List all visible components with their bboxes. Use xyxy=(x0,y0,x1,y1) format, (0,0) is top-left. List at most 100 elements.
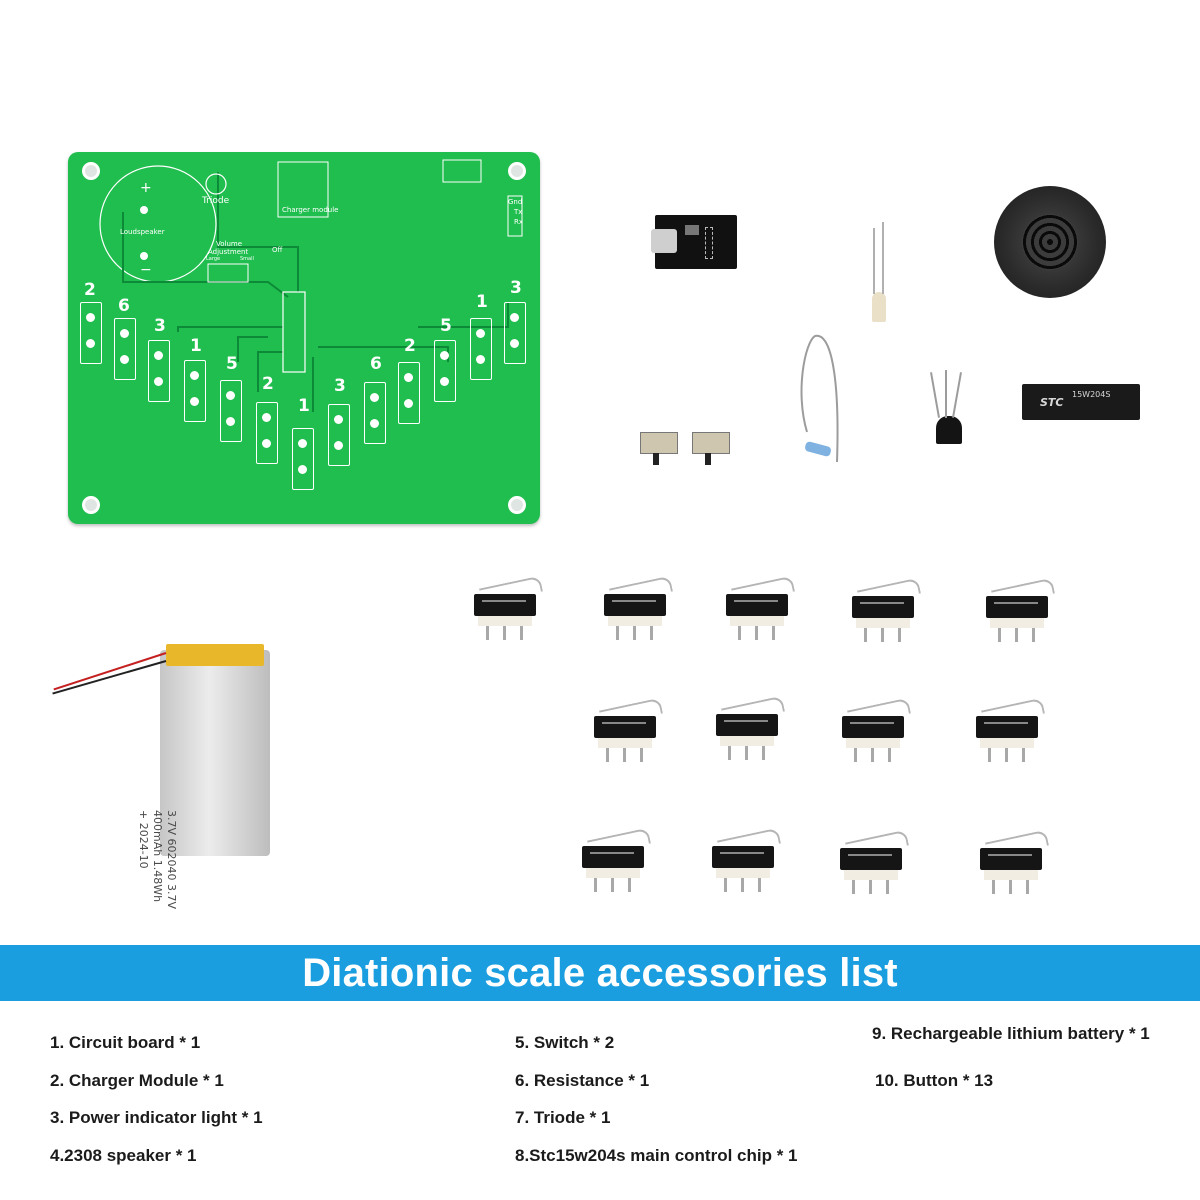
key-number: 5 xyxy=(226,354,238,374)
microswitch-base xyxy=(716,868,770,878)
accessory-item: 1. Circuit board * 1 xyxy=(50,1033,201,1052)
key-number: 6 xyxy=(370,354,382,374)
microswitch-body xyxy=(986,596,1048,618)
accessory-item: 8.Stc15w204s main control chip * 1 xyxy=(515,1146,798,1165)
microswitch-body xyxy=(726,594,788,616)
key-footprint xyxy=(184,360,206,422)
mounting-hole xyxy=(508,162,526,180)
key-footprint xyxy=(398,362,420,424)
battery-label-line: + 2024-10 xyxy=(137,810,150,869)
microswitch-pin xyxy=(623,748,626,762)
microswitch-pin xyxy=(640,748,643,762)
microswitch-button xyxy=(470,575,543,642)
microswitch-body xyxy=(852,596,914,618)
key-number: 3 xyxy=(154,316,166,336)
title-banner: Diationic scale accessories list xyxy=(0,945,1200,1001)
pcb-label-triode: Triode xyxy=(202,196,230,206)
battery-label-line: 3.7V 602040 3.7V xyxy=(165,810,178,910)
microswitch-button xyxy=(838,697,911,764)
triode-leg xyxy=(952,372,962,418)
accessory-item: 10. Button * 13 xyxy=(875,1071,994,1090)
microswitch-pin xyxy=(755,626,758,640)
microswitch-button xyxy=(722,575,795,642)
battery-wire-red xyxy=(53,652,167,691)
microswitch-button xyxy=(708,827,781,894)
microswitch-pin xyxy=(758,878,761,892)
key-number: 6 xyxy=(118,296,130,316)
microswitch-pin xyxy=(728,746,731,760)
microswitch-pin xyxy=(852,880,855,894)
microswitch-button xyxy=(600,575,673,642)
pcb-label-minus: − xyxy=(140,262,152,278)
microswitch-base xyxy=(598,738,652,748)
microswitch-button xyxy=(836,829,909,896)
microswitch-pin xyxy=(772,626,775,640)
pcb-label-gnd: Gnd xyxy=(508,198,523,206)
pcb-label-volume: Volume xyxy=(216,240,243,248)
key-footprint xyxy=(80,302,102,364)
charger-module xyxy=(651,215,737,269)
main-control-chip: STC 15W204S xyxy=(1022,384,1140,420)
chip-model: 15W204S xyxy=(1072,390,1111,399)
key-number: 1 xyxy=(298,396,310,416)
pcb-label-rx: Rx xyxy=(514,218,524,226)
lithium-battery: 3.7V 602040 3.7V 400mAh 1.48Wh + 2024-10 xyxy=(137,644,270,909)
microswitch-base xyxy=(586,868,640,878)
microswitch-pin xyxy=(1015,628,1018,642)
pcb-label-large: Large xyxy=(206,256,221,262)
pcb-label-off: Off xyxy=(272,246,283,254)
microswitch-pin xyxy=(1026,880,1029,894)
key-number: 5 xyxy=(440,316,452,336)
key-footprint xyxy=(148,340,170,402)
battery-wire-black xyxy=(52,660,167,695)
key-footprint xyxy=(114,318,136,380)
microswitch-pin xyxy=(594,878,597,892)
microswitch-body xyxy=(976,716,1038,738)
key-footprint xyxy=(434,340,456,402)
microswitch-pin xyxy=(854,748,857,762)
microswitch-pin xyxy=(745,746,748,760)
microswitch-pin xyxy=(871,748,874,762)
circuit-board: Loudspeaker Triode Charger module Volume… xyxy=(68,152,540,524)
microswitch-body xyxy=(594,716,656,738)
microswitch-pin xyxy=(881,628,884,642)
slide-switch xyxy=(640,432,678,465)
microswitch-base xyxy=(608,616,662,626)
microswitch-base xyxy=(730,616,784,626)
chip-brand: STC xyxy=(1040,396,1064,409)
mounting-hole xyxy=(82,162,100,180)
microswitch-pin xyxy=(741,878,744,892)
microswitch-base xyxy=(990,618,1044,628)
microswitch-pin xyxy=(988,748,991,762)
microswitch-pin xyxy=(503,626,506,640)
key-number: 2 xyxy=(404,336,416,356)
microswitch-pin xyxy=(606,748,609,762)
key-footprint xyxy=(504,302,526,364)
microswitch-pin xyxy=(520,626,523,640)
key-number: 1 xyxy=(190,336,202,356)
microswitch-base xyxy=(856,618,910,628)
battery-label: 3.7V 602040 3.7V 400mAh 1.48Wh + 2024-10 xyxy=(136,810,178,909)
accessory-item: 9. Rechargeable lithium battery * 1 xyxy=(872,1024,1150,1043)
page-title: Diationic scale accessories list xyxy=(302,950,898,995)
microswitch-pin xyxy=(762,746,765,760)
microswitch-pin xyxy=(1005,748,1008,762)
microswitch-button xyxy=(712,695,785,762)
microswitch-base xyxy=(720,736,774,746)
key-number: 3 xyxy=(510,278,522,298)
accessory-item: 6. Resistance * 1 xyxy=(515,1071,650,1090)
pcb-label-adjustment: Adjustment xyxy=(208,248,249,256)
speaker xyxy=(994,186,1106,298)
key-number: 1 xyxy=(476,292,488,312)
accessory-item: 2. Charger Module * 1 xyxy=(50,1071,224,1090)
microswitch-body xyxy=(716,714,778,736)
accessory-item: 7. Triode * 1 xyxy=(515,1108,611,1127)
microswitch-pin xyxy=(738,626,741,640)
microswitch-pin xyxy=(724,878,727,892)
pcb-label-loudspeaker: Loudspeaker xyxy=(120,228,165,236)
microswitch-body xyxy=(980,848,1042,870)
pcb-label-plus: + xyxy=(140,180,152,196)
microswitch-body xyxy=(474,594,536,616)
microswitch-base xyxy=(846,738,900,748)
microswitch-pin xyxy=(616,626,619,640)
